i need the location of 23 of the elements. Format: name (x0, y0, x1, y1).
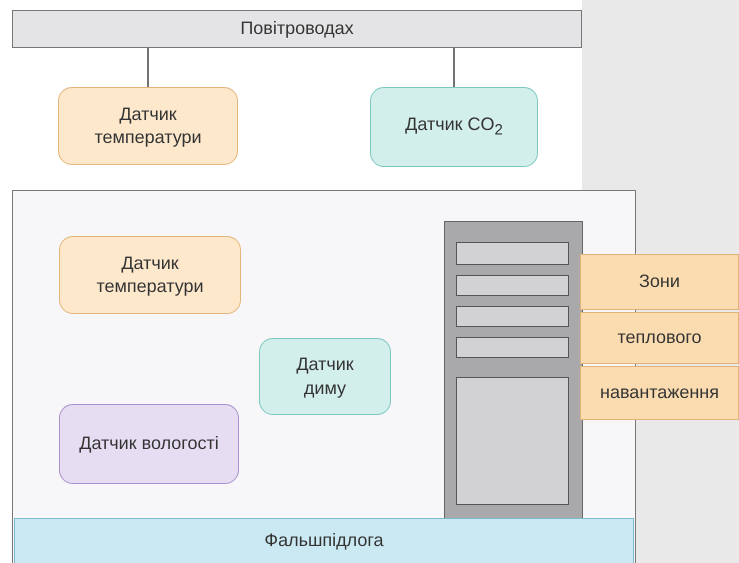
sensor-label: теплового (617, 326, 702, 350)
zone-band (580, 312, 739, 364)
sensor-box (59, 404, 239, 484)
connector-line (147, 48, 149, 87)
sensor-label: Фальшпідлога (264, 529, 384, 552)
sensor-box (370, 87, 538, 167)
connector-line (453, 48, 455, 87)
zone-band (580, 366, 739, 420)
server-rack-drawing (444, 221, 583, 519)
raised-floor (14, 518, 634, 563)
zone-band (580, 254, 739, 310)
sensor-label: Зони (639, 270, 680, 294)
sensor-box (58, 87, 238, 165)
sensor-label: Датчик CO$_{2}$ (405, 113, 503, 141)
sensor-label: Датчик температури (95, 252, 205, 298)
sensor-label: Датчик вологості (79, 432, 219, 456)
sensor-label: Датчик диму (295, 353, 355, 400)
duct-bar (12, 10, 582, 48)
sensor-label: навантаження (600, 381, 719, 404)
sensor-box (59, 236, 241, 314)
sensor-label: Датчик температури (93, 102, 203, 149)
sensor-box (259, 338, 391, 415)
sensor-label: Повітроводах (240, 17, 354, 40)
